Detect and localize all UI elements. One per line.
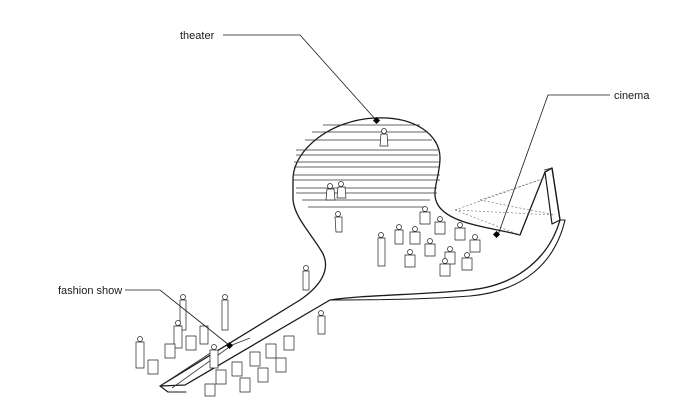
fashion-audience-group <box>135 294 326 397</box>
person-figure <box>379 128 389 147</box>
person-figure <box>325 183 336 201</box>
person-figure <box>334 211 343 233</box>
audience-group <box>377 206 481 277</box>
projection-lines <box>454 177 556 236</box>
fashion-show-marker <box>225 341 234 350</box>
cinema-marker <box>492 230 501 239</box>
person-figure <box>336 181 347 199</box>
theater-steps <box>293 124 440 208</box>
label-theater: theater <box>180 30 215 42</box>
label-fashion-show: fashion show <box>58 285 122 297</box>
theater-marker <box>372 116 381 125</box>
people-figures <box>135 128 481 397</box>
callout-theater <box>223 34 381 125</box>
person-figure <box>302 265 310 291</box>
platform-slab <box>159 117 566 393</box>
label-cinema: cinema <box>614 90 650 102</box>
callout-cinema <box>492 94 610 239</box>
callout-fashion-show <box>125 289 234 350</box>
